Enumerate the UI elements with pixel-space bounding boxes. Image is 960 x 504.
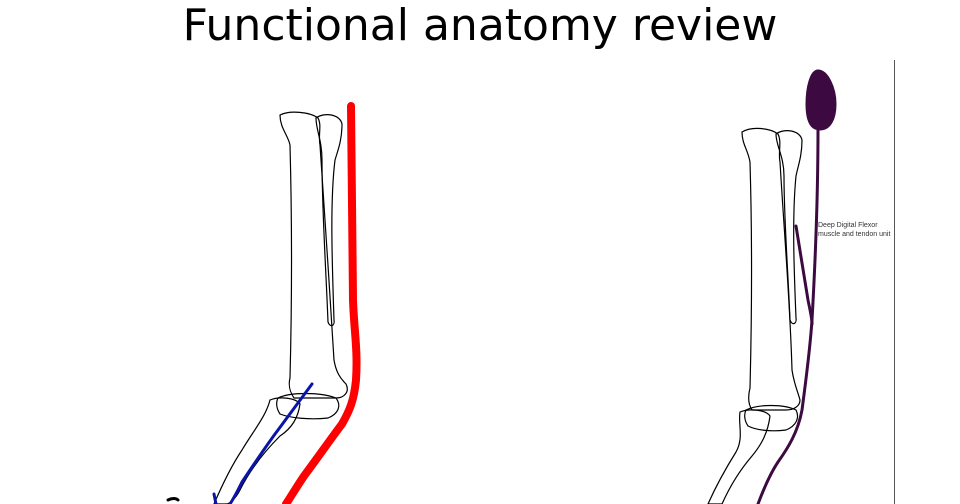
- left-black-mark: [166, 497, 180, 502]
- left-carpus: [276, 392, 340, 420]
- right-ddf-tendon: [756, 126, 820, 504]
- left-ulna: [315, 114, 343, 327]
- right-limb-bones: [707, 127, 803, 504]
- right-frame-line: [894, 60, 895, 504]
- left-radius: [279, 111, 348, 399]
- right-ddf-muscle-belly: [805, 69, 837, 131]
- right-radius: [741, 127, 801, 411]
- slide-title: Functional anatomy review: [182, 0, 778, 51]
- left-red-tendon-line: [282, 102, 361, 504]
- left-cannon: [213, 397, 301, 504]
- left-blue-tendon-line: [228, 382, 314, 504]
- left-limb-bones: [213, 111, 348, 504]
- right-cannon: [707, 409, 771, 504]
- left-blue-tendon-stub: [212, 492, 218, 504]
- right-ddf-accessory-line: [794, 224, 814, 326]
- right-carpus: [744, 404, 799, 432]
- ddf-label: Deep Digital Flexor muscle and tendon un…: [818, 222, 891, 238]
- right-ulna: [775, 130, 803, 325]
